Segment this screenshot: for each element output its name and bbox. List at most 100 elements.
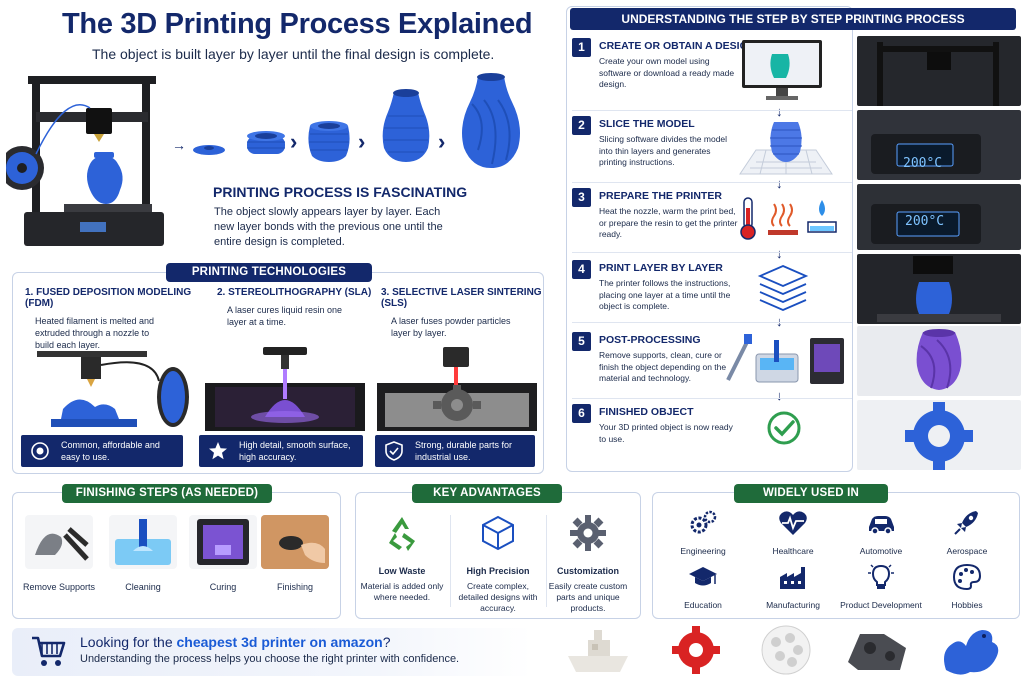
use-automotive: Automotive bbox=[839, 509, 923, 556]
badge-text: High detail, smooth surface, high accura… bbox=[239, 440, 351, 462]
step-arrow: ↓ bbox=[776, 104, 783, 119]
advantage-low-waste: Low Waste Material is added only where n… bbox=[356, 513, 448, 603]
finishing-heading: FINISHING STEPS (AS NEEDED) bbox=[62, 484, 272, 503]
use-hobbies: Hobbies bbox=[925, 563, 1009, 610]
thermometer-icon bbox=[740, 197, 837, 240]
car-icon bbox=[869, 516, 894, 535]
finishing-label: Finishing bbox=[276, 582, 314, 592]
tech-desc: Heated filament is melted and extruded t… bbox=[35, 316, 155, 350]
step-number: 5 bbox=[572, 332, 591, 351]
uses-heading: WIDELY USED IN bbox=[734, 484, 888, 503]
page-title: The 3D Printing Process Explained bbox=[62, 8, 533, 40]
shopping-cart-icon bbox=[32, 636, 66, 666]
use-healthcare: Healthcare bbox=[751, 509, 835, 556]
step-desc: Create your own model using software or … bbox=[599, 56, 735, 89]
step-number: 3 bbox=[572, 188, 591, 207]
technologies-heading: PRINTING TECHNOLOGIES bbox=[166, 263, 372, 282]
post-processing-illustration bbox=[726, 334, 844, 384]
cta-question: Looking for the cheapest 3d printer on a… bbox=[80, 634, 390, 650]
steps-heading: UNDERSTANDING THE STEP BY STEP PRINTING … bbox=[570, 8, 1016, 30]
temp-readout-1: 200°C bbox=[903, 156, 943, 171]
badge-text: Common, affordable and easy to use. bbox=[61, 440, 160, 462]
star-icon bbox=[209, 442, 227, 460]
advantage-customization: Customization Easily create custom parts… bbox=[542, 513, 634, 614]
advantage-desc: Create complex, detailed designs with ac… bbox=[458, 581, 538, 613]
use-label: Hobbies bbox=[951, 600, 983, 610]
cta-prefix: Looking for the bbox=[80, 634, 177, 650]
cube-icon bbox=[482, 515, 514, 551]
step-divider bbox=[572, 182, 852, 183]
stage-arrow: › bbox=[438, 129, 446, 154]
cta-suffix: ? bbox=[382, 634, 391, 650]
layers-icon bbox=[757, 265, 809, 311]
step-title: FINISHED OBJECT bbox=[599, 406, 694, 418]
graduation-cap-icon bbox=[689, 567, 717, 586]
slice-illustration bbox=[739, 122, 833, 175]
model-benchy-boat bbox=[568, 630, 628, 672]
page-subtitle: The object is built layer by layer until… bbox=[92, 46, 495, 62]
step-title: SLICE THE MODEL bbox=[599, 118, 695, 130]
finishing-label: Remove Supports bbox=[22, 582, 96, 592]
stage-arrow: › bbox=[358, 129, 366, 154]
step-desc: Your 3D printed object is now ready to u… bbox=[599, 422, 733, 444]
advantage-high-precision: High Precision Create complex, detailed … bbox=[452, 513, 544, 614]
cta-subtext: Understanding the process helps you choo… bbox=[80, 653, 460, 665]
model-bracket bbox=[848, 634, 906, 670]
tech-badge-fdm: Common, affordable and easy to use. bbox=[21, 435, 183, 467]
model-dragon bbox=[944, 630, 999, 675]
printer-illustration bbox=[6, 76, 164, 246]
fascinating-title: PRINTING PROCESS IS FASCINATING bbox=[213, 184, 468, 200]
cta-banner[interactable] bbox=[12, 628, 532, 676]
tech-badge-sla: High detail, smooth surface, high accura… bbox=[199, 435, 363, 467]
photo-printer-frame bbox=[857, 36, 1021, 106]
badge-text: Strong, durable parts for industrial use… bbox=[415, 440, 513, 462]
photo-printer-display-1: 200°C bbox=[857, 110, 1021, 180]
step-divider bbox=[572, 322, 852, 323]
step-divider bbox=[572, 110, 852, 111]
tech-name: 3. SELECTIVE LASER SINTERING (SLS) bbox=[381, 287, 542, 309]
vase-stage-2 bbox=[247, 131, 285, 154]
use-engineering: Engineering bbox=[661, 509, 745, 556]
use-label: Engineering bbox=[680, 546, 726, 556]
gears-icon bbox=[690, 510, 717, 534]
sanding-icon bbox=[261, 515, 329, 569]
model-red-gear bbox=[672, 626, 720, 674]
step-number: 1 bbox=[572, 38, 591, 57]
finishing-item-curing: Curing bbox=[185, 515, 261, 593]
advantage-divider bbox=[450, 515, 451, 607]
use-label: Healthcare bbox=[772, 546, 814, 556]
finishing-item-cleaning: Cleaning bbox=[105, 515, 181, 593]
step-desc: Remove supports, clean, cure or finish t… bbox=[599, 350, 727, 383]
advantage-title: Customization bbox=[557, 566, 619, 576]
tech-desc: A laser fuses powder particles layer by … bbox=[391, 316, 511, 338]
vase-stage-4 bbox=[382, 89, 430, 162]
step-desc: Heat the nozzle, warm the print bed, or … bbox=[599, 206, 738, 239]
step-number: 4 bbox=[572, 260, 591, 279]
advantages-panel: Low Waste Material is added only where n… bbox=[355, 492, 641, 619]
use-label: Aerospace bbox=[946, 546, 988, 556]
step-title: CREATE OR OBTAIN A DESIGN bbox=[599, 40, 756, 52]
pliers-icon bbox=[25, 515, 93, 569]
tech-fdm: 1. FUSED DEPOSITION MODELING (FDM) Heate… bbox=[25, 287, 195, 351]
heart-pulse-icon bbox=[779, 511, 807, 535]
photo-printing-vase bbox=[857, 254, 1021, 324]
photo-printer-display-2: 200°C bbox=[857, 184, 1021, 250]
finishing-item-remove-supports: Remove Supports bbox=[21, 515, 97, 593]
sls-illustration bbox=[377, 347, 537, 431]
advantage-divider bbox=[546, 515, 547, 607]
sla-illustration bbox=[205, 347, 365, 431]
step-divider bbox=[572, 398, 852, 399]
temp-readout-2: 200°C bbox=[905, 214, 945, 229]
shield-icon bbox=[385, 441, 403, 461]
step-number: 6 bbox=[572, 404, 591, 423]
fdm-illustration bbox=[37, 351, 189, 427]
cta-link[interactable]: cheapest 3d printer on amazon bbox=[176, 634, 383, 650]
checkmark-icon bbox=[767, 411, 801, 445]
step-arrow: ↓ bbox=[776, 314, 783, 329]
step-desc: Slicing software divides the model into … bbox=[599, 134, 728, 167]
tech-sla: 2. STEREOLITHOGRAPHY (SLA) A laser cures… bbox=[217, 287, 387, 328]
use-product-development: Product Development bbox=[839, 563, 923, 610]
finishing-label: Curing bbox=[209, 582, 237, 592]
tech-badge-sls: Strong, durable parts for industrial use… bbox=[375, 435, 535, 467]
step-number: 2 bbox=[572, 116, 591, 135]
